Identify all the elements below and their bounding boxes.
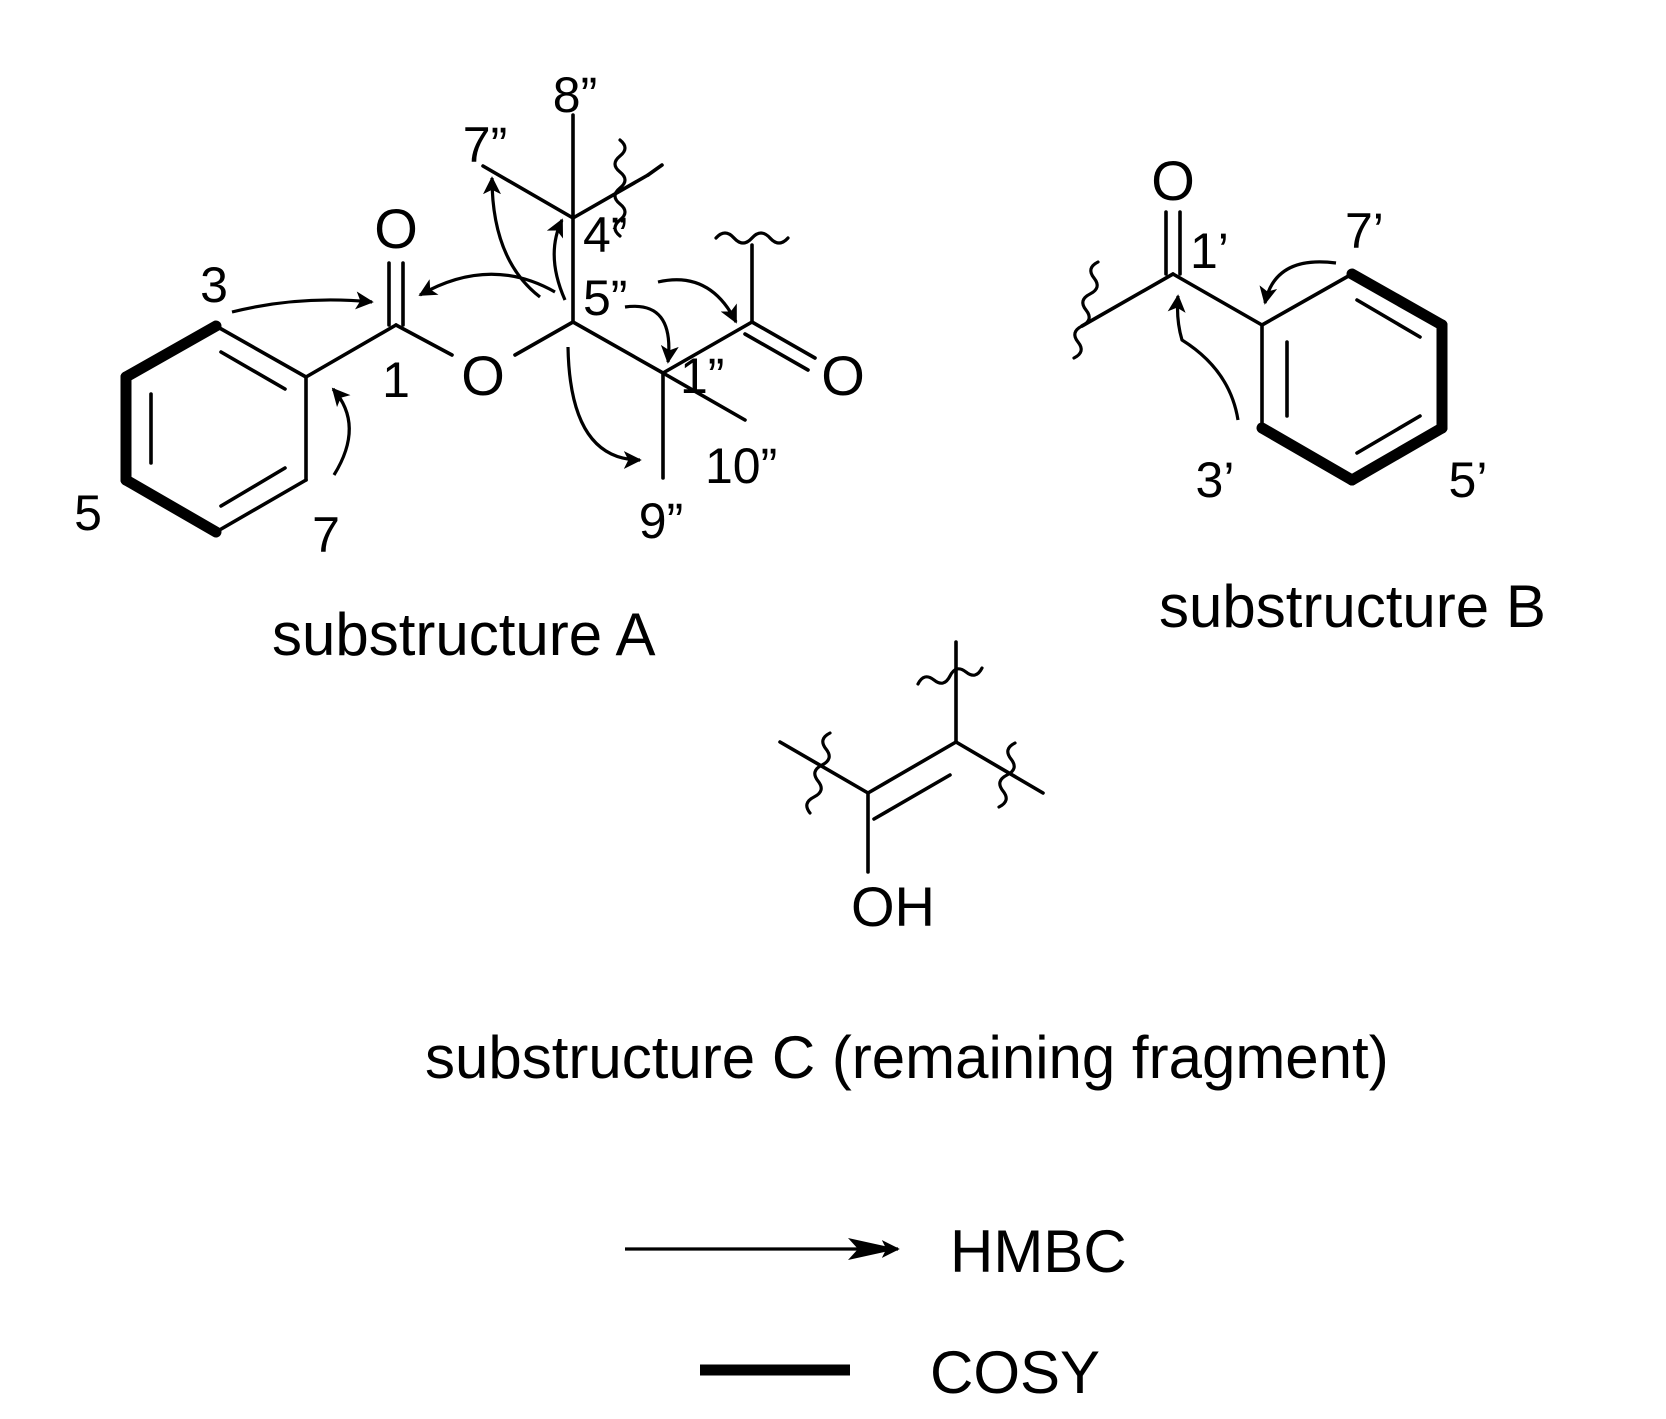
bond-c6pp-c10pp bbox=[661, 371, 747, 422]
wavy-bond-c-left bbox=[805, 731, 832, 815]
hmbc-arrow-h3p-c1p bbox=[1167, 294, 1240, 421]
bond-c1p-r bbox=[1080, 272, 1175, 328]
label-c5p: 5’ bbox=[1449, 452, 1488, 508]
legend: HMBC COSY bbox=[625, 1218, 1127, 1406]
bond-c1pp-o-b bbox=[743, 332, 810, 372]
label-c3p: 3’ bbox=[1196, 452, 1235, 508]
legend-hmbc-label: HMBC bbox=[950, 1218, 1127, 1285]
label-c8pp: 8” bbox=[553, 67, 597, 123]
substructure-c: OH substructure C (remaining fragment) bbox=[425, 640, 1389, 1091]
substructure-b: O 1’ 7’ 3’ 5’ substructure B bbox=[1072, 149, 1546, 640]
label-c5: 5 bbox=[74, 485, 102, 541]
hmbc-arrow-h5pp-c7pp bbox=[483, 176, 541, 299]
wavy-bond-c4pp bbox=[613, 138, 627, 238]
bond-c1pp-o-a bbox=[750, 320, 817, 360]
atom-o-carbonyl-b: O bbox=[1151, 149, 1195, 212]
wavy-bond-c1pp bbox=[714, 231, 790, 245]
wavy-bond-c-right bbox=[997, 741, 1017, 809]
benzene-ring-a bbox=[120, 320, 308, 538]
atom-o-ketone-a: O bbox=[821, 344, 865, 407]
bond-c4pp-c7pp bbox=[481, 164, 575, 220]
hmbc-arrow-h5pp-c4pp bbox=[546, 218, 567, 301]
hmbc-arrow-h3-c1 bbox=[231, 291, 374, 314]
bond-c5pp-c6pp bbox=[571, 320, 665, 375]
bond-c1p-ring bbox=[1171, 272, 1264, 327]
atom-o-carbonyl-a: O bbox=[374, 197, 418, 260]
label-c9pp: 9” bbox=[639, 493, 683, 549]
bond-c1-oester bbox=[394, 323, 454, 357]
caption-substructure-c: substructure C (remaining fragment) bbox=[425, 1024, 1389, 1091]
bond-c1-ring bbox=[304, 323, 398, 379]
hmbc-arrow-h5pp-c6pp bbox=[624, 304, 679, 364]
label-c7pp: 7” bbox=[463, 117, 507, 173]
caption-substructure-a: substructure A bbox=[272, 601, 656, 668]
legend-cosy-label: COSY bbox=[930, 1339, 1100, 1406]
hmbc-arrow-h5pp-c1 bbox=[418, 272, 556, 297]
label-c5pp: 5” bbox=[583, 270, 627, 326]
bond-c6pp-c1pp bbox=[661, 320, 754, 375]
label-c1: 1 bbox=[382, 352, 410, 408]
hmbc-arrow-h7-c2 bbox=[331, 387, 351, 476]
atom-oh: OH bbox=[851, 875, 935, 938]
hmbc-arrow-h5pp-c1pp bbox=[657, 278, 738, 324]
bond-c-c-a bbox=[866, 740, 958, 795]
bond-c-c-b bbox=[872, 773, 952, 821]
bond-c4pp-r bbox=[571, 173, 650, 220]
wavy-bond-c1p bbox=[1072, 260, 1100, 360]
label-c3: 3 bbox=[200, 257, 228, 313]
label-c4pp: 4” bbox=[583, 207, 627, 263]
label-c10pp: 10” bbox=[705, 438, 777, 494]
bond-oester-c5pp bbox=[513, 320, 575, 357]
hmbc-arrow-h7p-c2p bbox=[1259, 260, 1337, 305]
caption-substructure-b: substructure B bbox=[1159, 573, 1546, 640]
label-c1p: 1’ bbox=[1190, 223, 1229, 279]
label-c1pp: 1” bbox=[680, 348, 724, 404]
label-c7p: 7’ bbox=[1345, 203, 1384, 259]
atom-o-ester: O bbox=[461, 344, 505, 407]
substructure-a: O O O 1 3 5 7 4” 5” 1” 7” bbox=[74, 67, 865, 668]
label-c7: 7 bbox=[312, 507, 340, 563]
hmbc-arrow-h5pp-c9pp bbox=[566, 346, 642, 469]
wavy-bond-c-top bbox=[916, 666, 984, 686]
